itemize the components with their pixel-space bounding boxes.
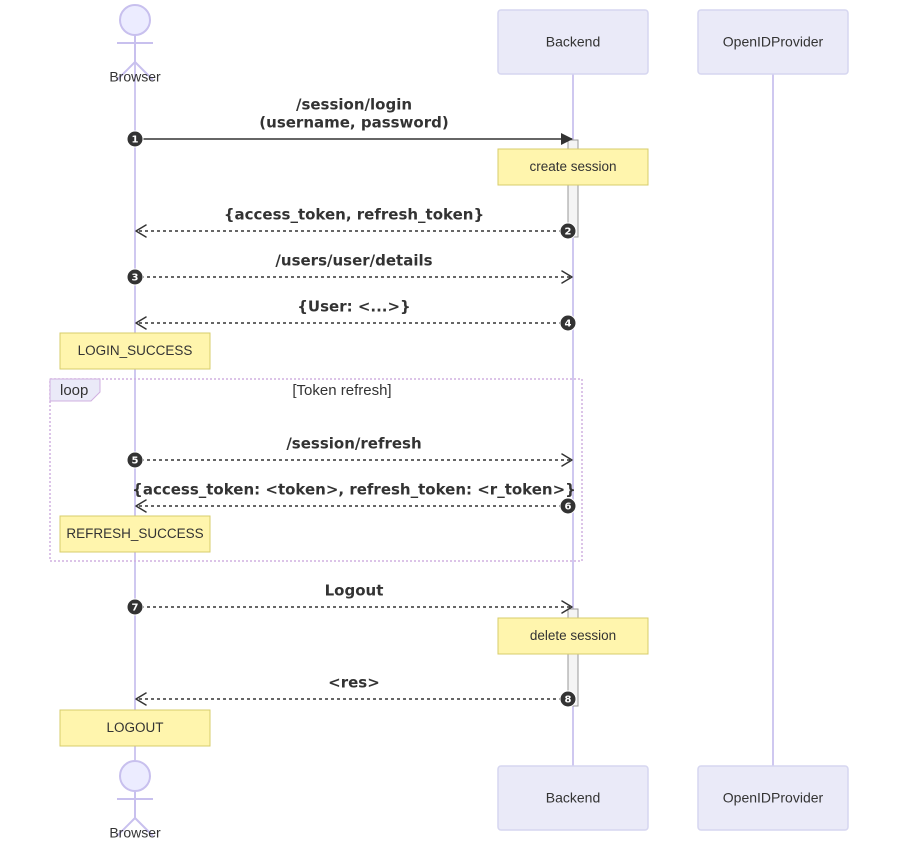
- sequence-number: 7: [132, 603, 139, 614]
- note-box: [59, 709, 211, 747]
- sequence-number-badge: 6: [559, 497, 577, 515]
- participant-label: OpenIDProvider: [723, 34, 824, 50]
- note-login-success: LOGIN_SUCCESS: [59, 332, 211, 370]
- note-logout: LOGOUT: [59, 709, 211, 747]
- sequence-number: 3: [132, 273, 139, 284]
- participant-openid-top: OpenIDProvider: [697, 9, 849, 75]
- sequence-number-badge: 8: [559, 690, 577, 708]
- participant-box: [697, 9, 849, 75]
- note-text: create session: [529, 159, 616, 174]
- message-label: {User: <...>}: [297, 298, 411, 316]
- participant-backend-bottom: Backend: [497, 765, 649, 831]
- sequence-number: 1: [132, 135, 139, 146]
- activation-bar: [567, 608, 579, 707]
- message-label: /session/refresh: [286, 435, 421, 453]
- note-create-session: create session: [497, 148, 649, 186]
- loop-border: [49, 378, 583, 562]
- note-box: [59, 332, 211, 370]
- participant-openid-bottom: OpenIDProvider: [697, 765, 849, 831]
- sequence-number: 8: [565, 695, 572, 706]
- note-box: [497, 148, 649, 186]
- message-8: <res> 8: [135, 674, 577, 708]
- loop-keyword: loop: [60, 382, 88, 399]
- sequence-number: 6: [565, 502, 572, 513]
- message-5: /session/refresh 5: [126, 435, 573, 469]
- sequence-number: 5: [132, 456, 139, 467]
- note-text: LOGIN_SUCCESS: [78, 343, 193, 358]
- actor-label: Browser: [109, 69, 161, 85]
- message-label: <res>: [328, 674, 380, 692]
- note-box: [497, 617, 649, 655]
- participant-label: Backend: [546, 34, 600, 50]
- message-label: (username, password): [259, 114, 448, 132]
- note-text: delete session: [530, 628, 616, 643]
- note-delete-session: delete session: [497, 617, 649, 655]
- sequence-number-badge: 3: [126, 268, 144, 286]
- message-2: {access_token, refresh_token} 2: [135, 206, 577, 240]
- message-label: {access_token: <token>, refresh_token: <…: [132, 481, 576, 499]
- sequence-number-badge: 2: [559, 222, 577, 240]
- participant-label: OpenIDProvider: [723, 790, 824, 806]
- loop-tab: [49, 378, 101, 402]
- message-1: /session/login(username, password) 1: [126, 96, 573, 148]
- user-icon: [116, 760, 154, 837]
- participant-box: [697, 765, 849, 831]
- note-text: LOGOUT: [106, 720, 163, 735]
- message-label: /session/login: [296, 96, 412, 114]
- message-4: {User: <...>} 4: [135, 298, 577, 332]
- sequence-number-badge: 7: [126, 598, 144, 616]
- actor-browser-bottom: Browser: [109, 760, 161, 841]
- message-label: Logout: [325, 582, 384, 600]
- participant-backend-top: Backend: [497, 9, 649, 75]
- message-label: /users/user/details: [275, 252, 432, 270]
- actor-label: Browser: [109, 825, 161, 841]
- sequence-number: 4: [565, 319, 572, 330]
- message-label: {access_token, refresh_token}: [224, 206, 484, 224]
- message-3: /users/user/details 3: [126, 252, 573, 286]
- user-icon: [116, 4, 154, 81]
- loop-frame: loop [Token refresh]: [49, 378, 583, 562]
- sequence-number-badge: 4: [559, 314, 577, 332]
- message-7: Logout 7: [126, 582, 573, 616]
- note-refresh-success: REFRESH_SUCCESS: [59, 515, 211, 553]
- participant-box: [497, 765, 649, 831]
- message-6: {access_token: <token>, refresh_token: <…: [132, 481, 577, 515]
- participant-label: Backend: [546, 790, 600, 806]
- sequence-number-badge: 1: [126, 130, 144, 148]
- note-box: [59, 515, 211, 553]
- sequence-number: 2: [565, 227, 572, 238]
- loop-condition: [Token refresh]: [292, 382, 391, 399]
- participant-box: [497, 9, 649, 75]
- actor-browser-top: Browser: [109, 4, 161, 85]
- note-text: REFRESH_SUCCESS: [66, 526, 203, 541]
- sequence-number-badge: 5: [126, 451, 144, 469]
